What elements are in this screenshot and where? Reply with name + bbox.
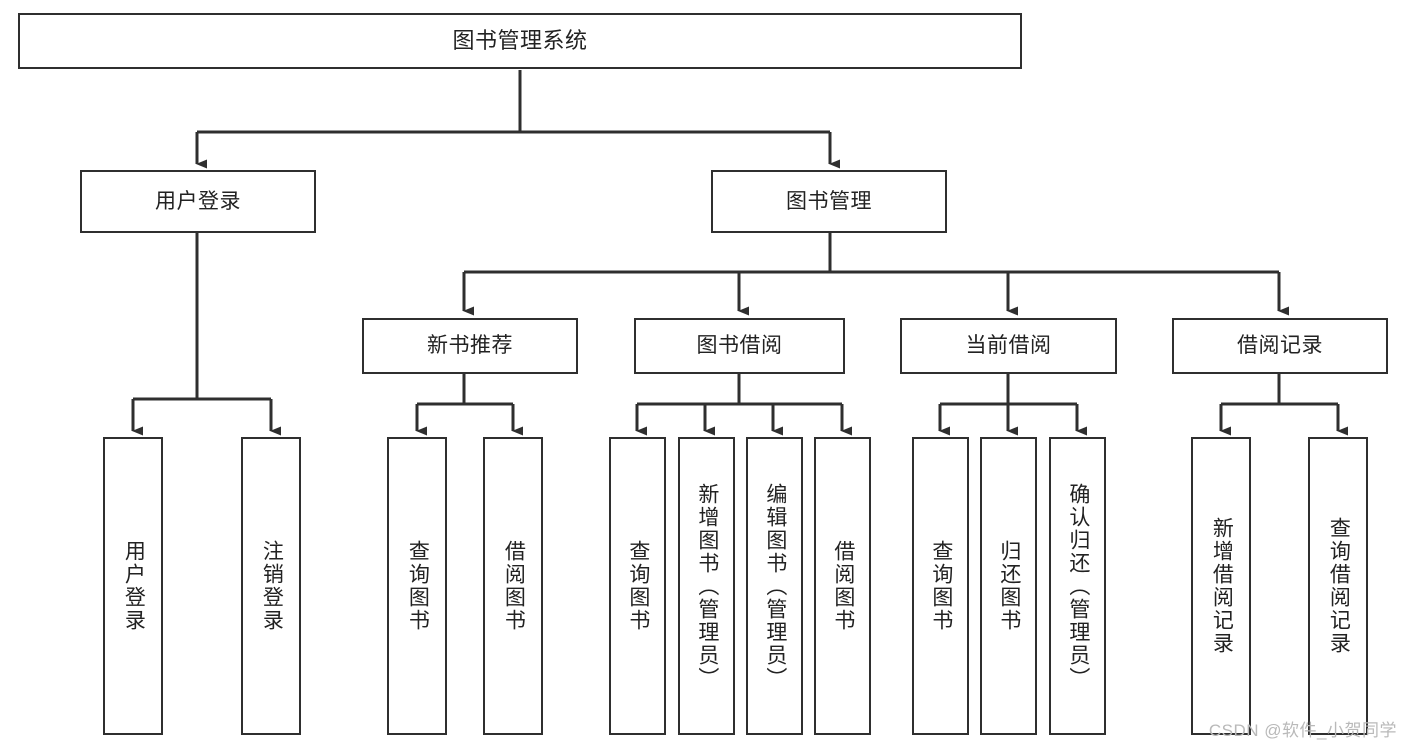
- leaf-book-borrow-3[interactable]: 编辑图书（管理员）: [746, 437, 803, 735]
- leaf-book-borrow-4[interactable]: 借阅图书: [814, 437, 871, 735]
- leaf-borrow-record-1[interactable]: 新增借阅记录: [1191, 437, 1251, 735]
- node-book-management[interactable]: 图书管理: [711, 170, 947, 233]
- leaf-book-borrow-1-label: 查询图书: [626, 540, 650, 632]
- leaf-borrow-record-1-label: 新增借阅记录: [1210, 517, 1234, 655]
- leaf-current-borrow-3[interactable]: 确认归还（管理员）: [1049, 437, 1106, 735]
- leaf-new-book-2-label: 借阅图书: [502, 540, 526, 632]
- node-new-book-recommend[interactable]: 新书推荐: [362, 318, 578, 374]
- leaf-current-borrow-1[interactable]: 查询图书: [912, 437, 969, 735]
- leaf-user-login-1-label: 用户登录: [122, 540, 146, 632]
- node-borrow-record[interactable]: 借阅记录: [1172, 318, 1388, 374]
- node-current-borrow[interactable]: 当前借阅: [900, 318, 1117, 374]
- leaf-new-book-2[interactable]: 借阅图书: [483, 437, 543, 735]
- node-book-management-label: 图书管理: [786, 189, 872, 213]
- leaf-current-borrow-1-label: 查询图书: [929, 540, 953, 632]
- leaf-new-book-1-label: 查询图书: [406, 540, 430, 632]
- leaf-borrow-record-2-label: 查询借阅记录: [1327, 517, 1351, 655]
- leaf-user-login-1[interactable]: 用户登录: [103, 437, 163, 735]
- node-book-borrow[interactable]: 图书借阅: [634, 318, 845, 374]
- node-new-book-recommend-label: 新书推荐: [427, 334, 513, 358]
- leaf-user-login-2[interactable]: 注销登录: [241, 437, 301, 735]
- leaf-book-borrow-3-label: 编辑图书（管理员）: [763, 482, 787, 690]
- node-current-borrow-label: 当前借阅: [965, 334, 1052, 358]
- leaf-borrow-record-2[interactable]: 查询借阅记录: [1308, 437, 1368, 735]
- node-borrow-record-label: 借阅记录: [1237, 334, 1323, 358]
- node-user-login-label: 用户登录: [155, 189, 241, 213]
- leaf-book-borrow-2[interactable]: 新增图书（管理员）: [678, 437, 735, 735]
- node-root-system[interactable]: 图书管理系统: [18, 13, 1022, 69]
- leaf-book-borrow-4-label: 借阅图书: [831, 540, 855, 632]
- leaf-book-borrow-2-label: 新增图书（管理员）: [695, 482, 719, 690]
- leaf-user-login-2-label: 注销登录: [260, 540, 284, 632]
- leaf-current-borrow-2-label: 归还图书: [997, 540, 1021, 632]
- leaf-new-book-1[interactable]: 查询图书: [387, 437, 447, 735]
- leaf-current-borrow-3-label: 确认归还（管理员）: [1066, 482, 1090, 690]
- leaf-current-borrow-2[interactable]: 归还图书: [980, 437, 1037, 735]
- leaf-book-borrow-1[interactable]: 查询图书: [609, 437, 666, 735]
- node-book-borrow-label: 图书借阅: [696, 334, 783, 358]
- node-root-system-label: 图书管理系统: [452, 27, 588, 53]
- csdn-watermark: CSDN @软件_小贺同学: [1208, 721, 1397, 740]
- node-user-login[interactable]: 用户登录: [80, 170, 316, 233]
